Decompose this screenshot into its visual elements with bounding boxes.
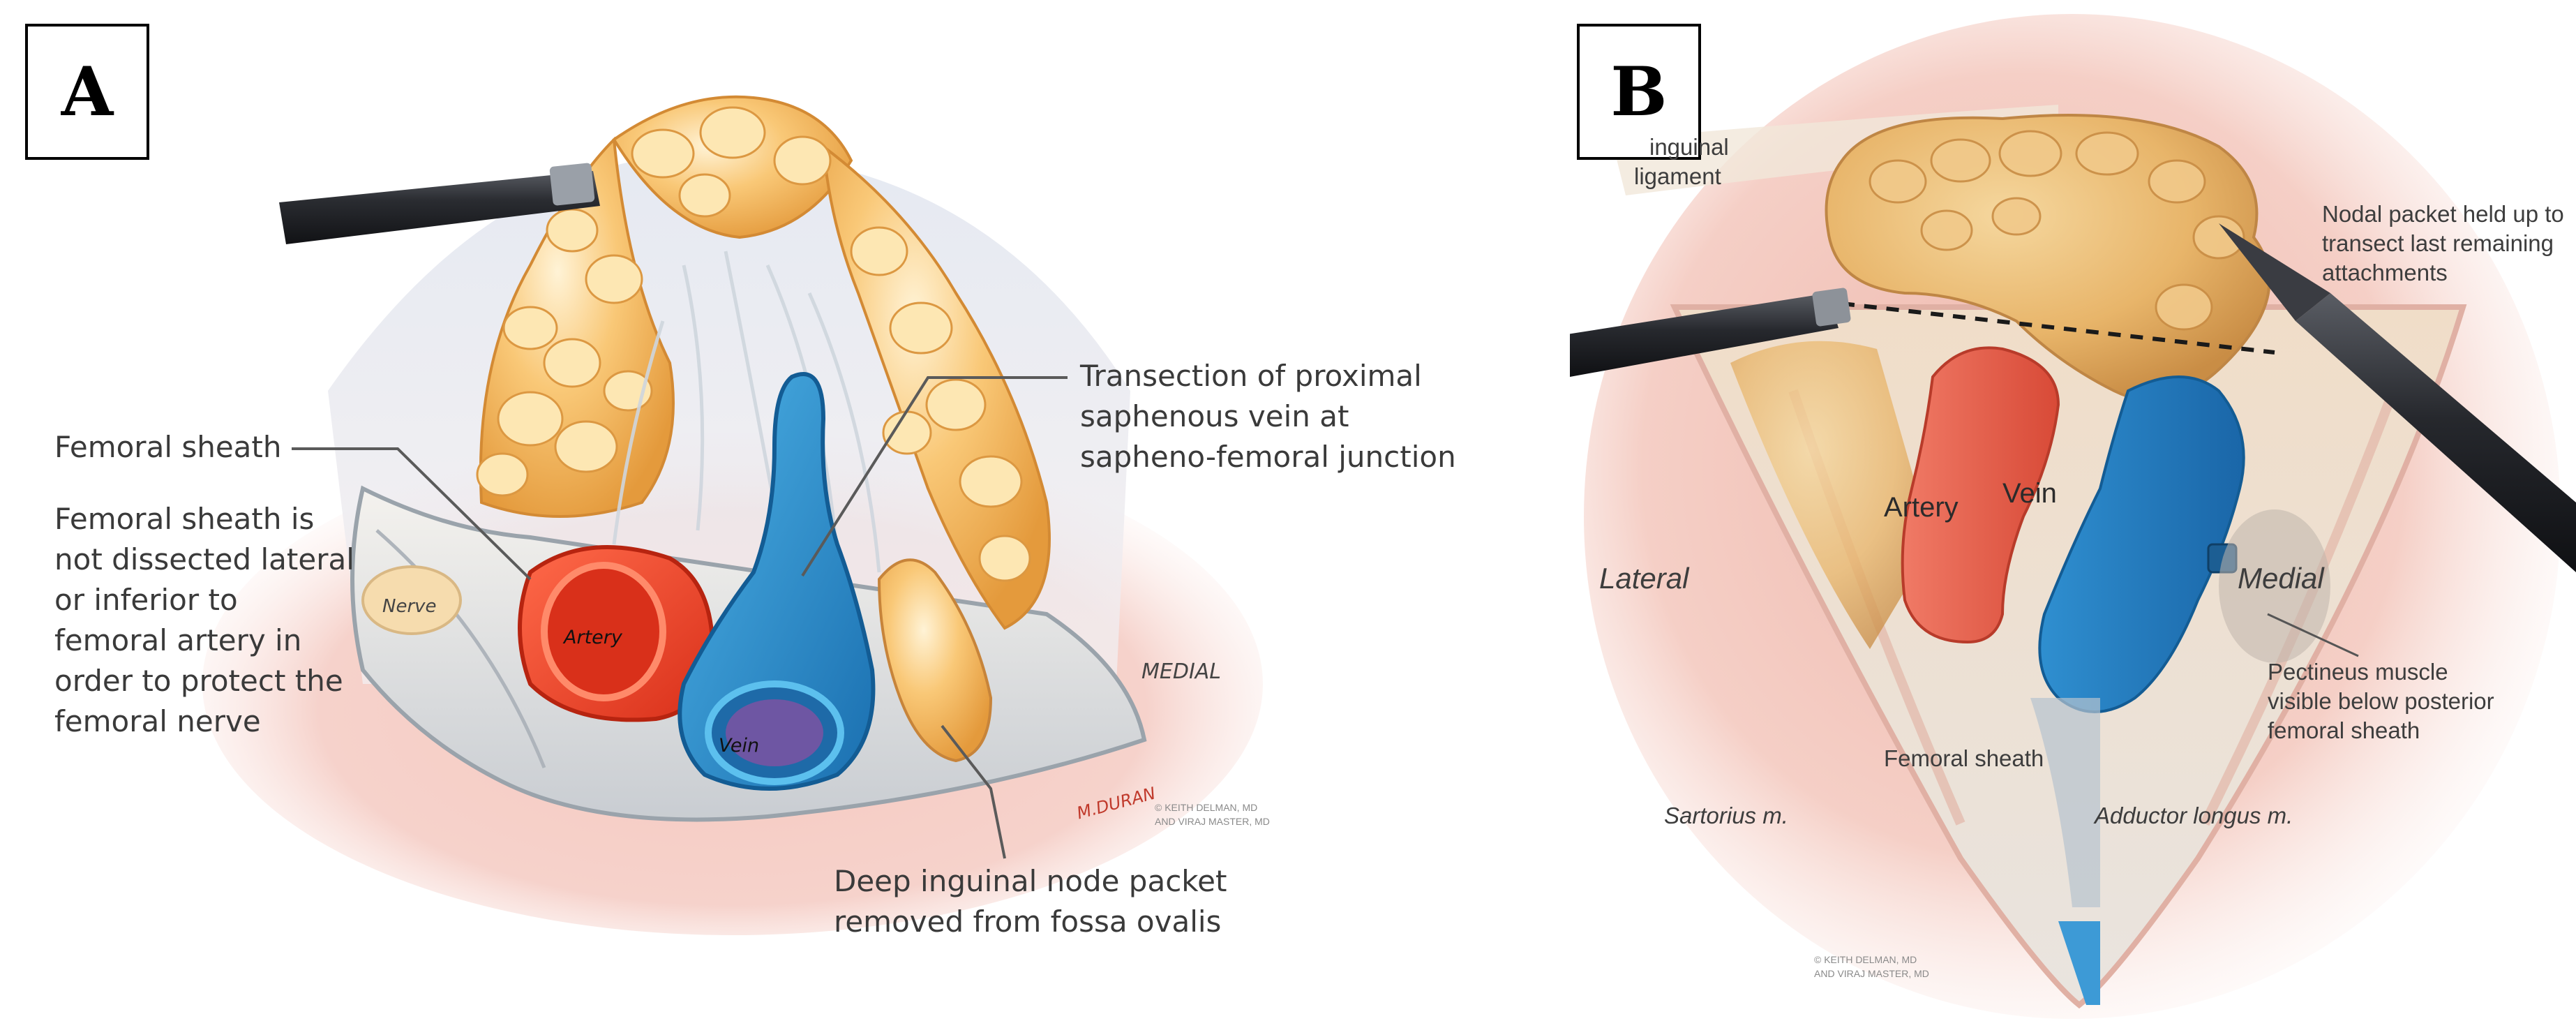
- inguinal-line-2: ligament: [1634, 163, 1721, 189]
- femoral-sheath-shape-b: [2030, 698, 2100, 907]
- pectineus-line-1: Pectineus muscle: [2268, 659, 2448, 685]
- sheath-note-line-1: Femoral sheath is: [54, 502, 315, 536]
- femoral-sheath-label: Femoral sheath: [54, 430, 282, 464]
- sheath-note-line-6: femoral nerve: [54, 704, 261, 738]
- nerve-shape: [361, 565, 462, 635]
- transection-line-2: saphenous vein at: [1080, 399, 1349, 433]
- pectineus-shape: [2219, 509, 2330, 663]
- sheath-note-line-3: or inferior to: [54, 583, 238, 617]
- node-packet-fat: [476, 95, 1051, 630]
- nodal-packet-line-1: Nodal packet held up to: [2322, 201, 2564, 227]
- deep-node-packet: [877, 558, 993, 763]
- leader-lines-b: [2267, 613, 2359, 657]
- nodal-lobules: [1869, 130, 2245, 331]
- artery-label-a: Artery: [564, 627, 622, 648]
- pectineus-line-3: femoral sheath: [2268, 717, 2420, 743]
- vein-label-a: Vein: [719, 735, 760, 757]
- transection-dashed-line: [1841, 301, 2275, 355]
- femoral-vein-distal: [2058, 921, 2100, 1005]
- lateral-fat: [1730, 341, 1933, 649]
- transection-line-1: Transection of proximal: [1080, 359, 1422, 393]
- panel-a-illustration: [202, 95, 1263, 935]
- credit-b-line-2: AND VIRAJ MASTER, MD: [1814, 968, 1929, 979]
- credit-a-line-2: AND VIRAJ MASTER, MD: [1155, 816, 1270, 827]
- forceps-left: [1570, 288, 1851, 377]
- leader-lines: [292, 376, 1068, 859]
- femoral-sheath-label-b: Femoral sheath: [1884, 745, 2044, 771]
- transection-line-3: sapheno-femoral junction: [1080, 440, 1456, 474]
- adductor-label: Adductor longus m.: [2095, 803, 2293, 828]
- vein-shape: [677, 372, 876, 791]
- forceps-right: [2219, 223, 2576, 572]
- medial-label-b: Medial: [2238, 562, 2324, 595]
- sheath-note-line-2: not dissected lateral: [54, 542, 354, 576]
- artery-label-b: Artery: [1884, 492, 1959, 523]
- nodal-packet-line-3: attachments: [2322, 260, 2448, 285]
- node-packet-line-1: Deep inguinal node packet: [834, 864, 1227, 898]
- credit-a-line-1: © KEITH DELMAN, MD: [1155, 802, 1258, 813]
- sheath-edge: [375, 529, 546, 768]
- medial-label-a: MEDIAL: [1141, 660, 1222, 684]
- vein-shape-b: [2038, 375, 2245, 713]
- inguinal-line-1: inguinal: [1649, 134, 1729, 160]
- panel-b-label: B: [1577, 24, 1701, 160]
- forceps-a: [279, 163, 600, 244]
- sartorius-label: Sartorius m.: [1664, 803, 1788, 828]
- vein-label-b: Vein: [2002, 478, 2057, 509]
- pectineus-line-2: visible below posterior: [2268, 688, 2494, 714]
- panel-a: A Femoral sheath Femoral sheath is not d…: [25, 24, 1456, 939]
- lateral-label: Lateral: [1599, 562, 1689, 595]
- nerve-label: Nerve: [382, 596, 437, 617]
- credit-b-line-1: © KEITH DELMAN, MD: [1814, 954, 1917, 965]
- artery-shape-b: [1901, 346, 2060, 644]
- node-packet-line-2: removed from fossa ovalis: [834, 904, 1222, 939]
- panel-b: B inguinal ligament Nodal packet held up…: [1570, 0, 2576, 1028]
- nodal-packet-line-2: transect last remaining: [2322, 230, 2554, 256]
- sheath-note-line-4: femoral artery in: [54, 623, 302, 657]
- panel-a-label: A: [25, 24, 149, 160]
- panel-b-illustration: [1570, 14, 2576, 1019]
- artery-shape: [518, 545, 715, 722]
- sheath-note-line-5: order to protect the: [54, 664, 343, 698]
